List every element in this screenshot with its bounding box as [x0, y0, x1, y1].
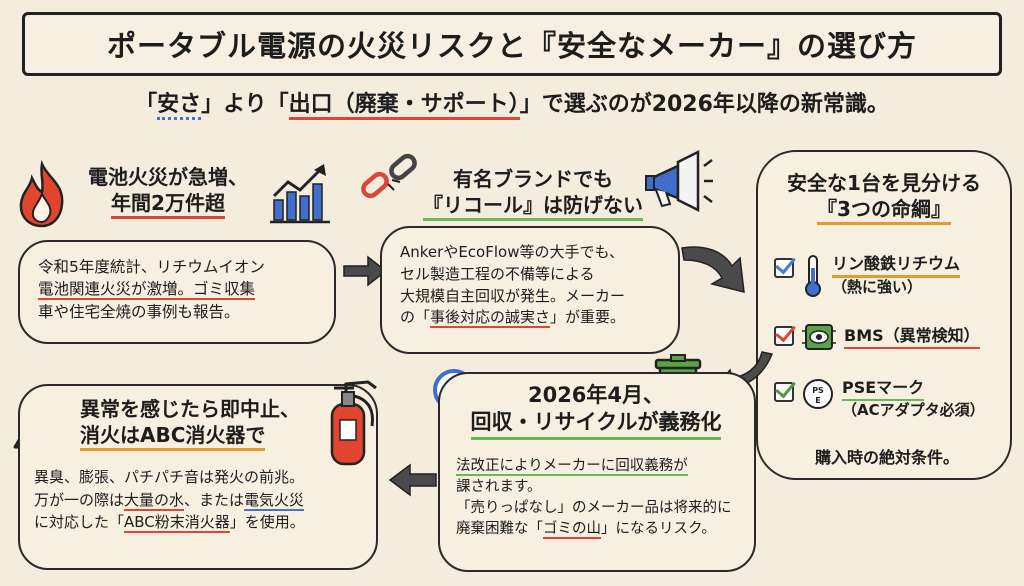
recycle-body-line1-text: 法改正によりメーカーに回収義務が	[456, 458, 688, 476]
subtitle-part: 」より「	[201, 92, 289, 117]
fire-body-line3: 車や住宅全焼の事例も報告。	[38, 302, 240, 321]
fire-heading-line2: 年間2万件超	[111, 190, 225, 219]
lifelines-heading-line1: 安全な1台を見分ける	[787, 171, 981, 195]
lifeline-item-pse: PS E PSEマーク （ACアダプタ必須）	[774, 378, 985, 420]
stop-body-line3: に対応した「ABC粉末消火器」を使用。	[34, 511, 374, 534]
arrow-right-icon	[343, 255, 388, 287]
fire-heading-line1: 電池火災が急増、	[88, 165, 248, 189]
svg-text:E: E	[815, 396, 820, 405]
lifelines-heading-line2: 『3つの命綱』	[817, 196, 951, 225]
recall-heading-line2: 『リコール』は防げない	[423, 192, 643, 221]
pse-mark-icon: PS E	[803, 379, 833, 409]
recall-heading-line1: 有名ブランドでも	[453, 167, 613, 191]
fire-body-line2-text: 電池関連火災が激増。ゴミ収集	[38, 280, 256, 301]
recall-body-line4: の「事後対応の誠実さ」が重要。	[400, 307, 660, 329]
recycle-heading-line2: 回収・リサイクルが義務化	[470, 409, 722, 440]
fire-body-line2: 電池関連火災が激増。ゴミ収集	[38, 278, 316, 301]
lifeline-item-bms-label: BMS（異常検知）	[844, 326, 980, 349]
thermometer-icon	[805, 255, 821, 297]
recycle-info-bubble	[438, 372, 756, 572]
lifelines-bubble	[756, 150, 1012, 480]
lifeline-item-lfp-label: リン酸鉄リチウム	[832, 254, 961, 278]
recall-body-line3: 大規模自主回収が発生。メーカー	[400, 286, 626, 305]
arrow-left-icon	[388, 463, 437, 497]
recycle-body-text: 廃棄困難な「	[456, 521, 543, 538]
svg-text:PS: PS	[812, 386, 824, 395]
lifeline-item-pse-label: PSEマーク	[842, 378, 925, 401]
checkbox-icon	[774, 258, 794, 278]
recycle-body-emphasis: ゴミの山	[543, 521, 601, 540]
recycle-body-text: 」になるリスク。	[601, 521, 716, 538]
stop-body-text: 」を使用。	[229, 513, 305, 531]
recycle-body-line1: 法改正によりメーカーに回収義務が	[456, 456, 746, 477]
stop-heading-line2: 消火はABC消火器で	[80, 422, 266, 451]
recall-body-line1: AnkerやEcoFlow等の大手でも、	[400, 243, 625, 261]
lifelines-footer: 購入時の絶対条件。	[814, 448, 959, 467]
stop-body-line2: 万が一の際は大量の水、または電気火災	[34, 489, 374, 512]
checkbox-icon	[774, 326, 794, 346]
megaphone-icon	[645, 149, 713, 213]
page-title: ポータブル電源の火災リスクと『安全なメーカー』の選び方	[22, 12, 1002, 76]
stop-heading: 異常を感じたら即中止、 消火はABC消火器で	[80, 396, 320, 451]
stop-body-emphasis: 電気火災	[244, 490, 305, 511]
recall-body-text: 」が重要。	[550, 308, 626, 327]
recall-heading: 有名ブランドでも 『リコール』は防げない	[418, 166, 648, 221]
fire-heading: 電池火災が急増、 年間2万件超	[68, 164, 268, 219]
fire-extinguisher-icon	[330, 380, 377, 466]
stop-body-text: 万が一の際は	[34, 490, 125, 509]
subtitle-part: 「	[135, 92, 158, 117]
subtitle: 「安さ」より「出口（廃棄・サポート）」で選ぶのが2026年以降の新常識。	[0, 86, 1024, 120]
checkbox-icon	[774, 382, 794, 402]
stop-heading-line1-text: 異常を感じたら即中止、	[80, 397, 300, 421]
chip-eye-icon	[802, 324, 836, 350]
fire-info-bubble: 令和5年度統計、リチウムイオン 電池関連火災が激増。ゴミ収集 車や住宅全焼の事例…	[18, 240, 336, 344]
recall-body-text: の「	[400, 308, 431, 327]
recycle-heading-line1: 2026年4月、	[527, 383, 665, 407]
fire-body-line1: 令和5年度統計、リチウムイオン	[38, 258, 265, 276]
stop-body-line1-text: 異臭、膨張、パチパチ音は発火の前兆。	[34, 468, 305, 486]
lifeline-item-lfp: リン酸鉄リチウム （熱に強い）	[774, 254, 961, 298]
arrow-down-right-icon	[681, 246, 745, 293]
stop-info-bubble	[18, 384, 378, 570]
recycle-body: 法改正によりメーカーに回収義務が 課されます。 「売りっぱなし」のメーカー品は将…	[456, 456, 746, 540]
stop-body: 異臭、膨張、パチパチ音は発火の前兆。 万が一の際は大量の水、または電気火災 に対…	[34, 466, 374, 534]
stop-body-text: 、または	[184, 490, 245, 509]
lifeline-item-pse-note: （ACアダプタ必須）	[842, 400, 985, 419]
recycle-heading: 2026年4月、 回収・リサイクルが義務化	[444, 382, 748, 440]
stop-body-text: に対応した「	[34, 513, 125, 531]
stop-heading-line1: 異常を感じたら即中止、	[80, 396, 320, 422]
subtitle-part: 」で選ぶのが2026年以降の新常識。	[519, 92, 889, 117]
stop-body-emphasis: 大量の水	[124, 490, 185, 511]
stop-body-emphasis: ABC粉末消火器	[124, 513, 230, 533]
subtitle-exit: 出口（廃棄・サポート）	[288, 92, 520, 120]
lifeline-item-lfp-note: （熱に強い）	[832, 277, 923, 296]
recycle-body-line4: 廃棄困難な「ゴミの山」になるリスク。	[456, 519, 746, 540]
recall-body-emphasis: 事後対応の誠実さ	[430, 308, 551, 329]
lifeline-item-bms: BMS（異常検知）	[774, 322, 980, 352]
rising-chart-icon	[270, 164, 330, 224]
stop-body-line1: 異臭、膨張、パチパチ音は発火の前兆。	[34, 466, 374, 489]
flame-icon	[19, 160, 64, 228]
broken-chain-icon	[361, 153, 417, 199]
recall-info-bubble: AnkerやEcoFlow等の大手でも、 セル製造工程の不備等による 大規模自主…	[380, 226, 680, 354]
page-title-text: ポータブル電源の火災リスクと『安全なメーカー』の選び方	[106, 29, 917, 63]
recycle-body-line3: 「売りっぱなし」のメーカー品は将来的に	[456, 500, 732, 517]
recycle-body-line2: 課されます。	[456, 479, 542, 496]
subtitle-safety: 安さ	[157, 92, 202, 120]
lifelines-heading: 安全な1台を見分ける 『3つの命綱』	[762, 170, 1006, 225]
recall-body-line2: セル製造工程の不備等による	[400, 264, 595, 283]
